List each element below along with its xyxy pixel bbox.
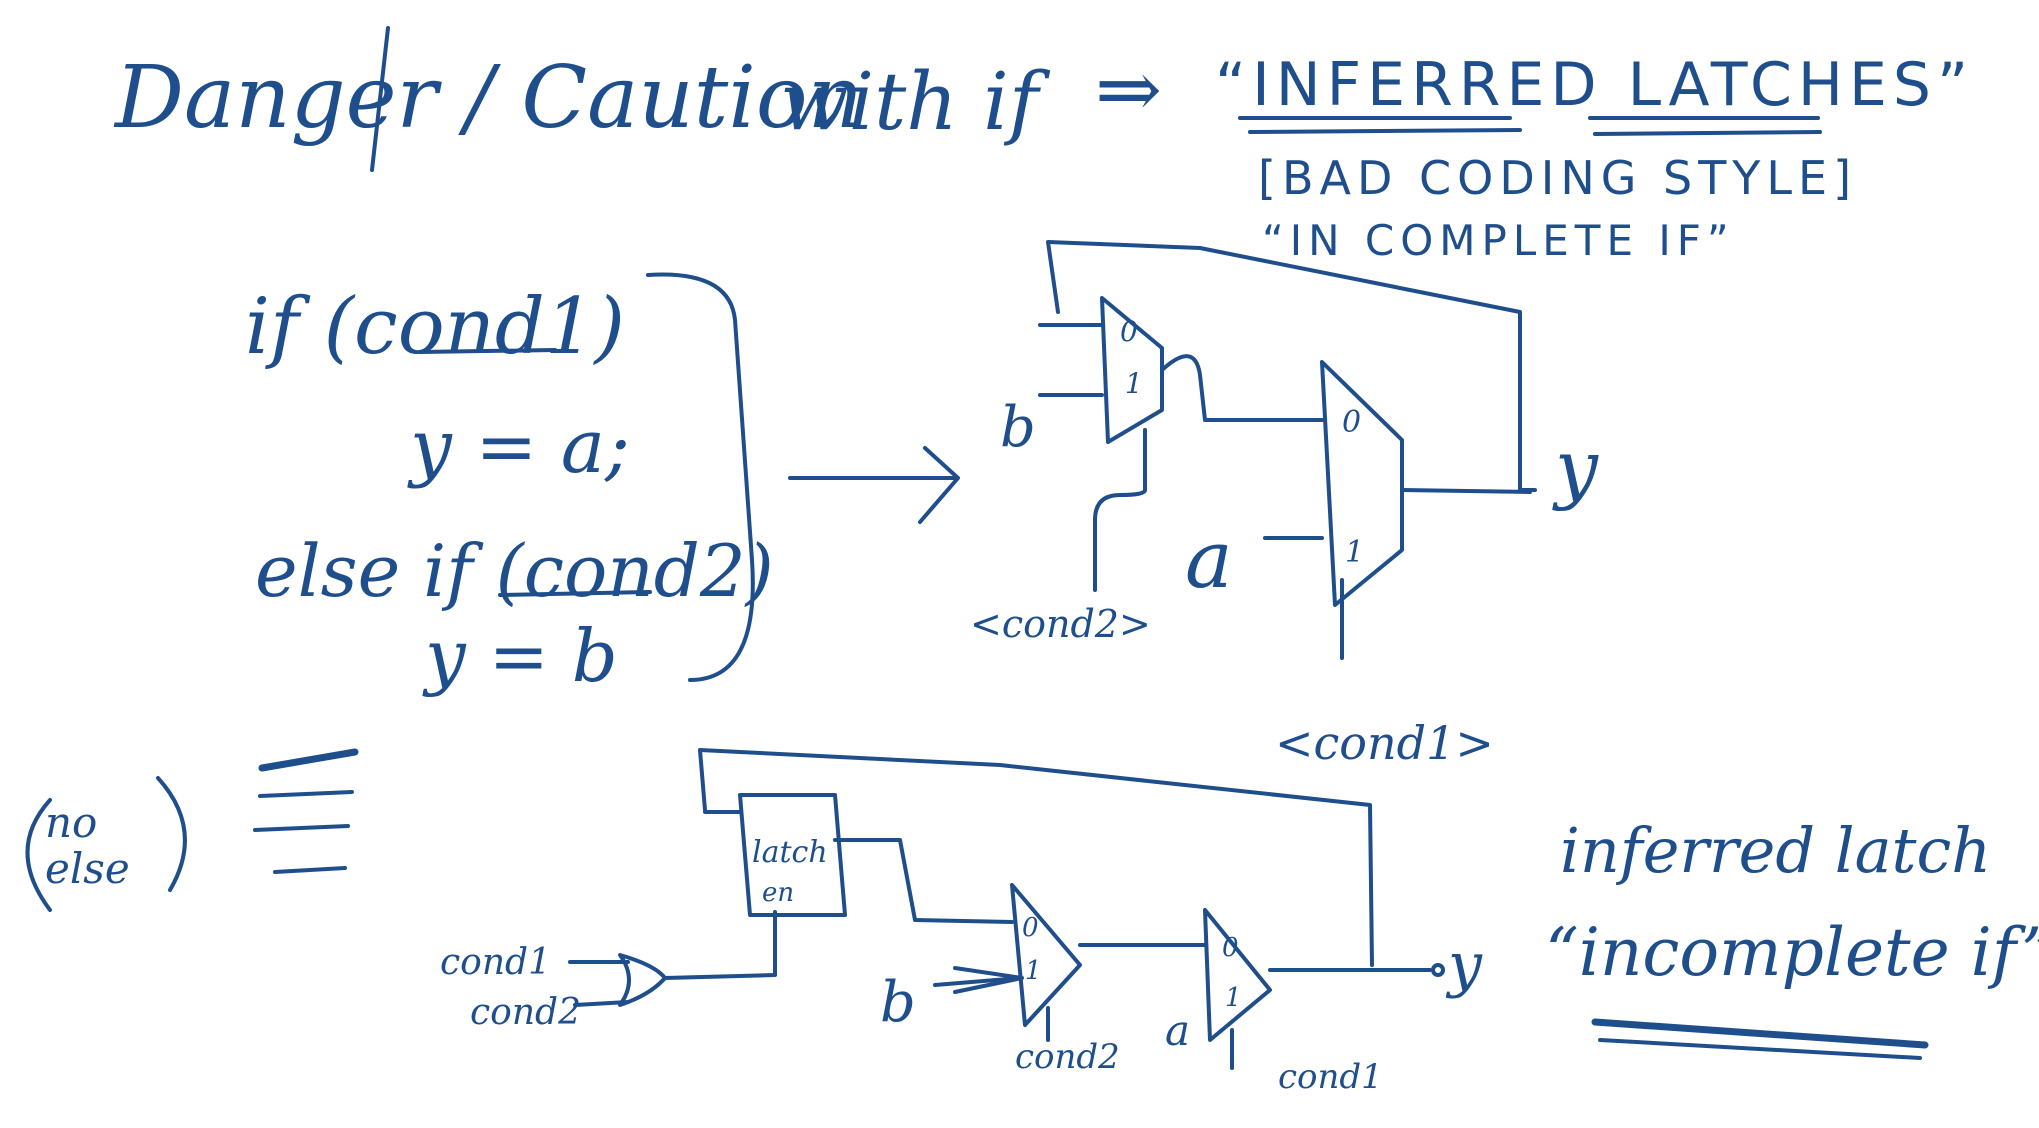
bottom-cond1-input: cond1 xyxy=(440,942,551,983)
bottom-mux2-in1: 1 xyxy=(1225,983,1242,1013)
note-incomplete-if: “incomplete if” xyxy=(1545,914,2039,991)
or-out-enable xyxy=(663,910,777,980)
code-line-1: if (cond1) xyxy=(245,282,625,372)
top-mux1-in1: 1 xyxy=(1125,367,1143,400)
mux1-shape xyxy=(1100,296,1164,444)
top-output-y: y xyxy=(1555,423,1598,512)
code-line-2: y = a; xyxy=(410,404,630,490)
top-mux2-in1: 1 xyxy=(1345,535,1365,570)
underline-latches-2 xyxy=(1593,130,1822,136)
underline-cond2 xyxy=(498,590,652,597)
title-slash xyxy=(370,26,390,172)
top-input-b: b xyxy=(1000,395,1036,460)
top-select-cond2: <cond2> xyxy=(970,602,1151,646)
code-line-4: y = b xyxy=(425,614,618,698)
arrow-head xyxy=(918,446,960,524)
output-node xyxy=(1431,963,1445,977)
or-in-cond2 xyxy=(573,1000,630,1007)
underline-incomplete-if xyxy=(1591,1018,1929,1049)
equiv-bar-2 xyxy=(258,790,354,798)
header-implies: ⇒ xyxy=(1095,43,1163,136)
header-title: Danger / Caution xyxy=(115,48,864,148)
or-gate xyxy=(618,953,667,1007)
top-mux2-in0: 0 xyxy=(1342,405,1362,440)
mux2-shape xyxy=(1320,360,1404,607)
bottom-mux1-shape xyxy=(1010,883,1082,1027)
note-inferred-latch: inferred latch xyxy=(1560,814,1992,887)
code-bracket xyxy=(646,272,755,682)
bottom-mux1-select: cond2 xyxy=(1015,1037,1120,1077)
latch-box xyxy=(738,793,847,917)
underline-incomplete-if-2 xyxy=(1598,1038,1922,1060)
underline-inferred-2 xyxy=(1248,128,1522,134)
header-bad-coding-style: [BAD CODING STYLE] xyxy=(1258,151,1858,205)
top-mux1-in0: 0 xyxy=(1120,315,1138,348)
equiv-bar-3 xyxy=(253,824,350,832)
bottom-feedback-wire xyxy=(698,748,1374,967)
bottom-mux1-in1 xyxy=(933,976,1022,987)
top-select-cond1: <cond1> xyxy=(1275,716,1494,770)
bottom-mux2-select: cond1 xyxy=(1278,1057,1383,1097)
header-inferred-latches: “INFERRED LATCHES” xyxy=(1215,50,1975,120)
equiv-bar-4 xyxy=(273,866,347,874)
code-line-3: else if (cond2) xyxy=(255,529,774,613)
latch-enable-label: en xyxy=(762,878,795,908)
no-else-label: no else xyxy=(45,798,130,894)
noelse-paren-right xyxy=(156,776,187,892)
bottom-mux1-in0: 0 xyxy=(1022,913,1039,943)
noelse-paren-left xyxy=(25,798,52,912)
bottom-mux2-shape xyxy=(1203,908,1272,1042)
header-incomplete-if: “IN COMPLETE IF” xyxy=(1262,216,1735,265)
mux1-select-wire xyxy=(1093,428,1147,592)
latch-out-wire xyxy=(833,838,1014,924)
bottom-mux2-in0: 0 xyxy=(1222,933,1239,963)
top-feedback-wire xyxy=(1046,240,1537,492)
header-with-if: with if xyxy=(780,55,1039,148)
mux1-to-mux2-wire xyxy=(1160,354,1324,422)
mux2-out-wire xyxy=(1400,488,1532,494)
top-input-a: a xyxy=(1185,513,1233,606)
bottom-cond2-input: cond2 xyxy=(470,992,581,1033)
bottom-output-y: y xyxy=(1448,930,1482,1000)
bottom-mux1-in1: 1 xyxy=(1025,956,1042,986)
bottom-input-b: b xyxy=(880,970,916,1035)
equiv-top-bar xyxy=(258,748,359,772)
latch-label: latch xyxy=(752,835,828,870)
bottom-mux1-arrow xyxy=(953,966,1024,994)
underline-cond1 xyxy=(418,348,557,354)
bottom-input-a: a xyxy=(1165,1006,1191,1055)
